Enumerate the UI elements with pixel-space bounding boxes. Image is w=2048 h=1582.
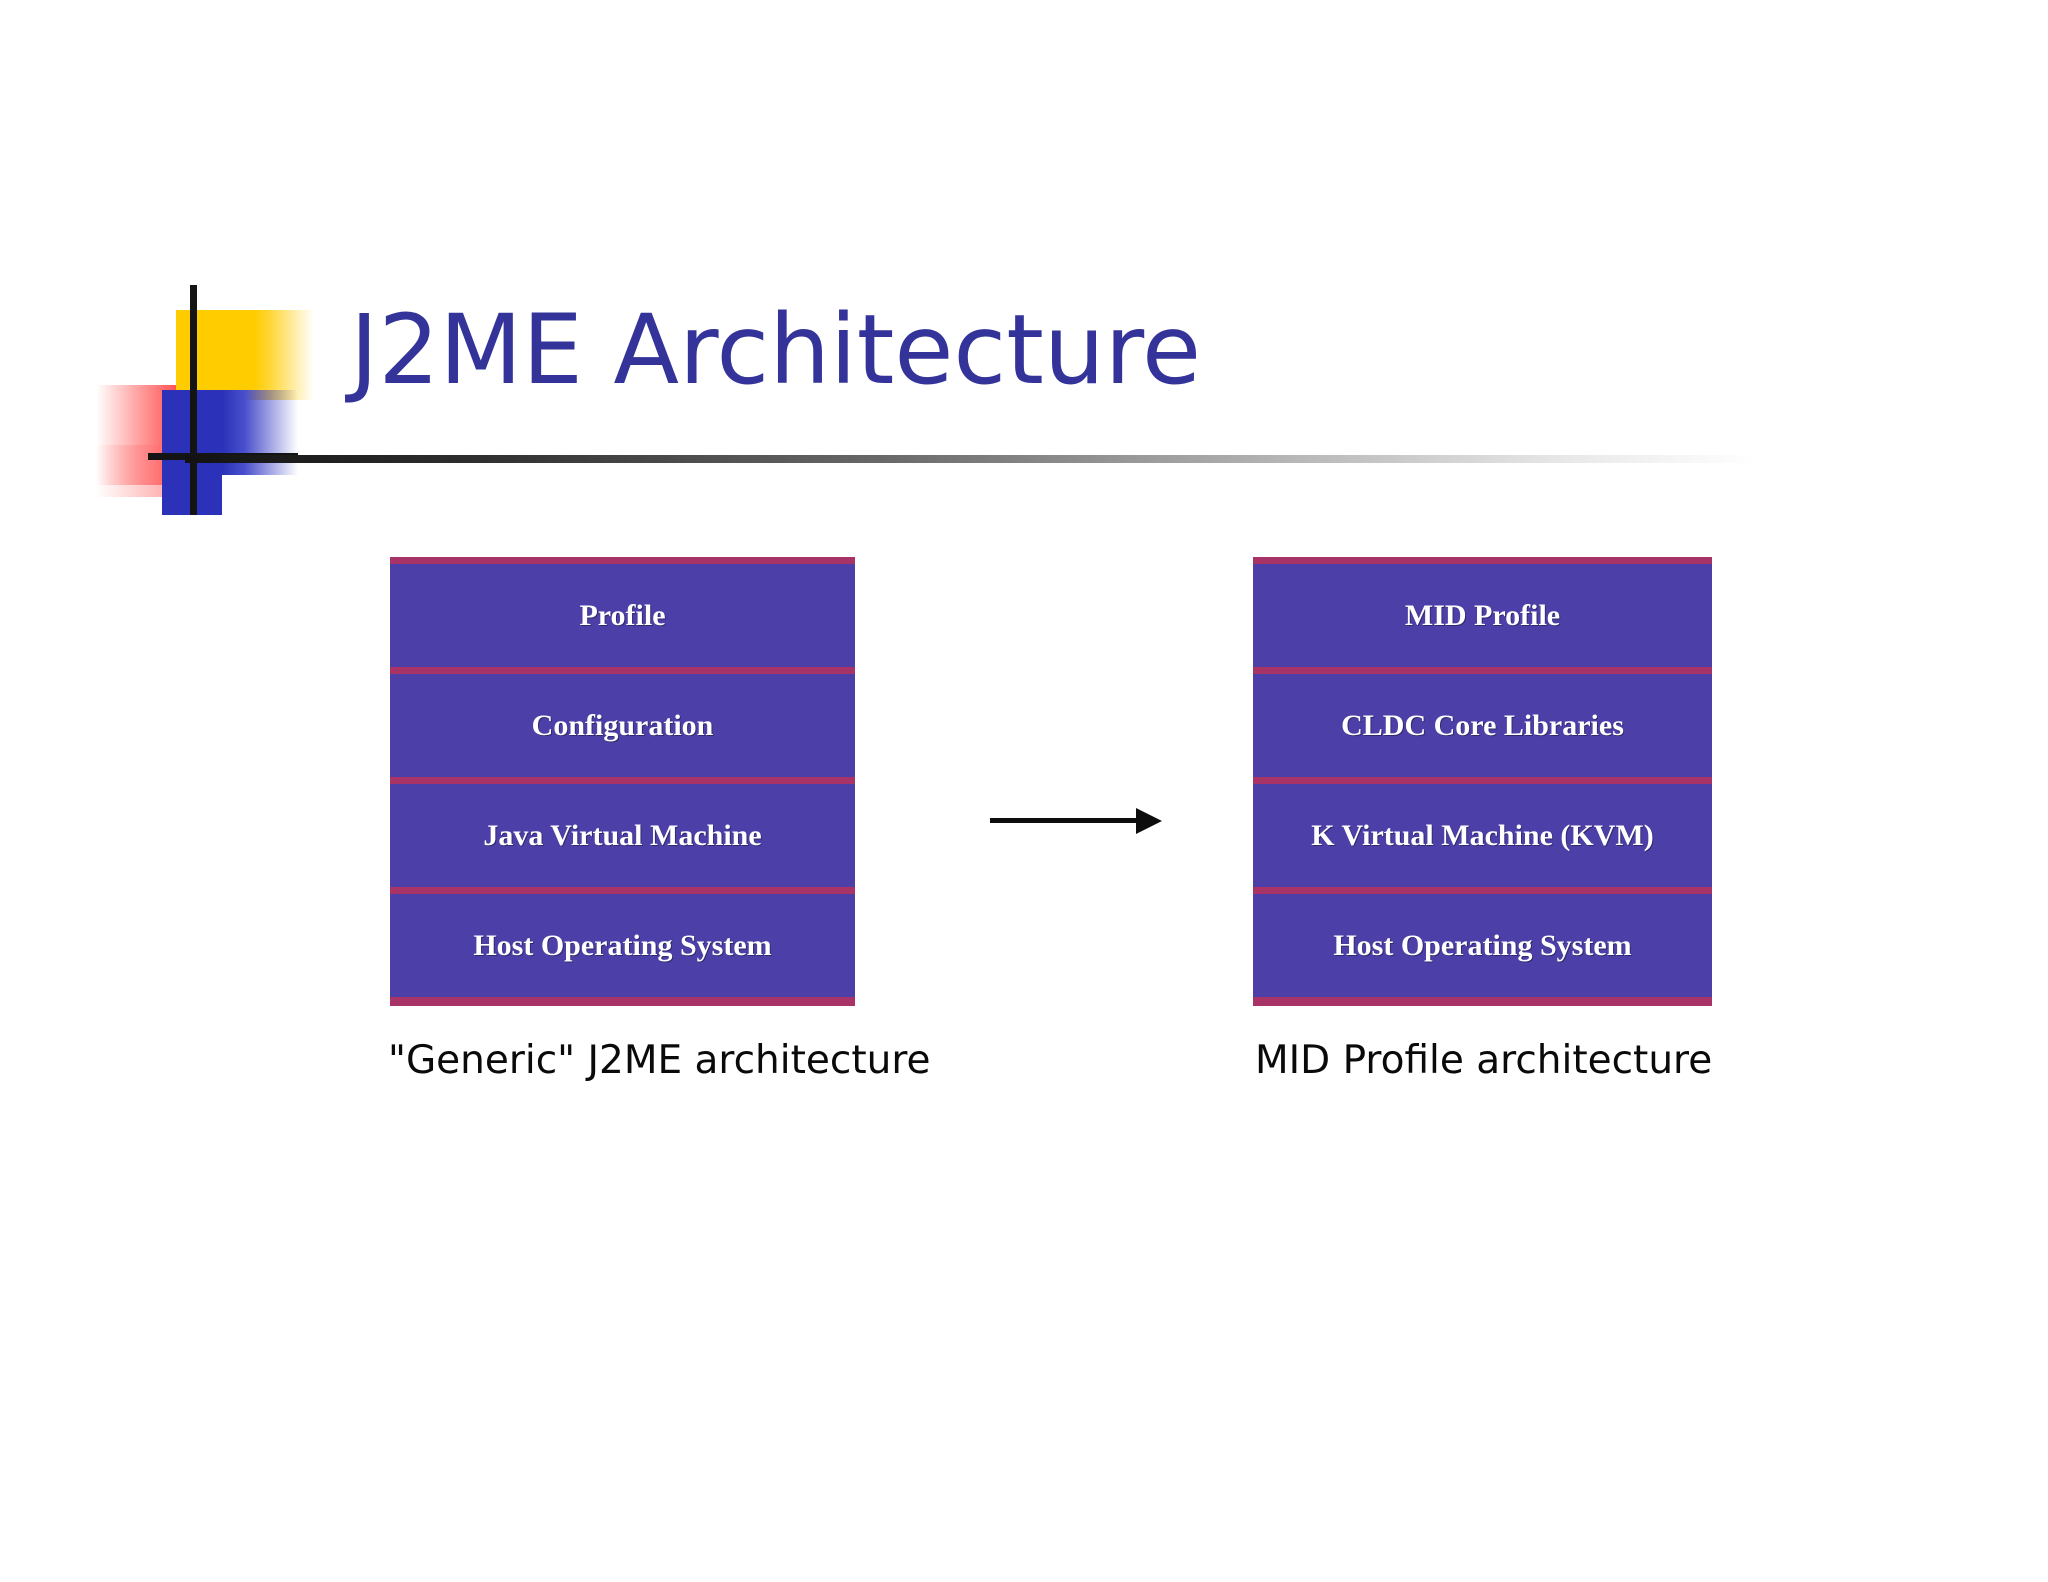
caption-generic-j2me-architecture: "Generic" J2ME architecture: [388, 1038, 931, 1083]
logo-vertical-line-icon: [190, 285, 197, 515]
stack-layer-k-virtual-machine: K Virtual Machine (KVM): [1253, 784, 1712, 887]
logo-yellow-fade-icon: [254, 310, 314, 400]
stack-layer-host-operating-system: Host Operating System: [390, 894, 855, 997]
generic-j2me-stack: Profile Configuration Java Virtual Machi…: [390, 557, 855, 1006]
stack-layer-host-operating-system-midp: Host Operating System: [1253, 894, 1712, 997]
stack-layer-profile: Profile: [390, 564, 855, 667]
mid-profile-stack: MID Profile CLDC Core Libraries K Virtua…: [1253, 557, 1712, 1006]
page-title: J2ME Architecture: [350, 294, 1202, 406]
stack-layer-java-virtual-machine: Java Virtual Machine: [390, 784, 855, 887]
right-arrow-icon: [990, 806, 1165, 836]
stack-layer-configuration: Configuration: [390, 674, 855, 777]
stack-layer-mid-profile: MID Profile: [1253, 564, 1712, 667]
decorative-logo-mark: [96, 285, 358, 515]
caption-mid-profile-architecture: MID Profile architecture: [1255, 1038, 1713, 1083]
arrow-shaft: [990, 818, 1140, 823]
title-divider: [185, 455, 1755, 463]
logo-yellow-square-icon: [176, 310, 254, 400]
stack-layer-cldc-core-libraries: CLDC Core Libraries: [1253, 674, 1712, 777]
arrow-head: [1136, 808, 1162, 834]
